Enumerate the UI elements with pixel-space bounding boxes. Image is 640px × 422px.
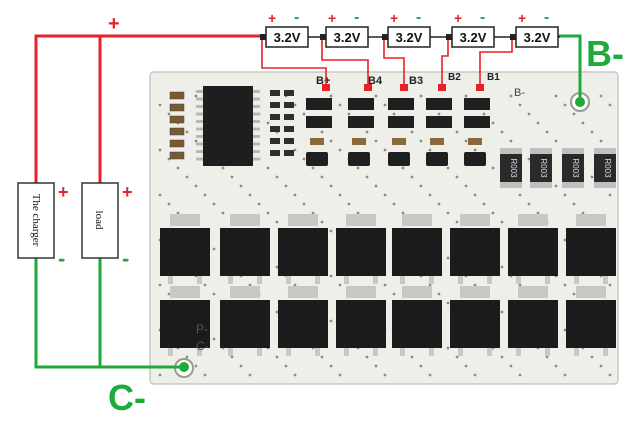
- mosfet: [450, 286, 500, 356]
- positive-wires: [34, 34, 266, 183]
- cell-minus-sign: -: [294, 9, 299, 26]
- cell-minus-sign: -: [354, 9, 359, 26]
- mosfet: [566, 286, 616, 356]
- b-minus-label: B-: [586, 33, 624, 74]
- mosfet: [160, 286, 210, 356]
- cell-node: [260, 34, 266, 40]
- cell-minus-sign: -: [416, 9, 421, 26]
- mosfet-array: [160, 214, 616, 356]
- resistor-code: R003: [539, 158, 548, 178]
- mosfet: [508, 214, 558, 284]
- mosfet: [220, 286, 270, 356]
- battery-cell-3: 3.2V + -: [382, 9, 452, 48]
- cell-voltage: 3.2V: [396, 30, 423, 45]
- small-components: [169, 90, 490, 166]
- cell-plus-sign: +: [454, 10, 462, 26]
- shunt-resistor: R003: [562, 148, 584, 188]
- mosfet: [220, 214, 270, 284]
- pad-label-b-minus: B-: [514, 87, 525, 99]
- balance-lead: [479, 37, 513, 88]
- mosfet: [508, 286, 558, 356]
- cell-node: [382, 34, 388, 40]
- cell-voltage: 3.2V: [460, 30, 487, 45]
- cell-plus-sign: +: [518, 10, 526, 26]
- load-minus: -: [122, 246, 129, 271]
- charger-minus: -: [58, 246, 65, 271]
- charger-negative-wire: [34, 258, 184, 369]
- battery-cells: 3.2V + - 3.2V + - 3.2V + - 3.2V + - 3.2V + -: [260, 9, 560, 48]
- charger-box: The charger + -: [17, 182, 69, 271]
- negative-wires: [34, 34, 582, 369]
- balance-lead: [441, 37, 449, 88]
- board-label-c: C-: [196, 339, 209, 353]
- balance-lead: [321, 37, 369, 88]
- battery-cell-1: 3.2V + -: [260, 9, 326, 48]
- mosfet: [392, 286, 442, 356]
- load-plus: +: [122, 182, 133, 202]
- mosfet: [450, 214, 500, 284]
- balance-lead: [383, 37, 405, 88]
- mosfet: [336, 214, 386, 284]
- c-minus-label: C-: [108, 377, 146, 418]
- balance-pad: [476, 84, 484, 91]
- shunt-resistor: R003: [500, 148, 522, 188]
- c-minus-terminal: [179, 362, 189, 372]
- mosfet: [278, 286, 328, 356]
- resistor-code: R003: [509, 158, 518, 178]
- balance-lead-wires: [261, 37, 513, 88]
- cell-minus-sign: -: [544, 9, 549, 26]
- cell-node: [446, 34, 452, 40]
- cell-voltage: 3.2V: [524, 30, 551, 45]
- mosfet: [160, 214, 210, 284]
- ic-chip: [203, 86, 253, 166]
- mosfet: [278, 214, 328, 284]
- mosfet: [566, 214, 616, 284]
- charger-label: The charger: [30, 194, 42, 247]
- balance-pads: [322, 84, 484, 91]
- battery-cell-4: 3.2V + -: [446, 9, 516, 48]
- battery-cell-2: 3.2V + -: [320, 9, 388, 48]
- balance-pad-labels: B+ B4 B3 B2 B1 B-: [316, 72, 525, 99]
- cell-plus-sign: +: [328, 10, 336, 26]
- balance-lead: [261, 37, 327, 88]
- cell-plus-sign: +: [268, 10, 276, 26]
- pad-label-b2: B2: [448, 72, 461, 83]
- load-box: load + -: [81, 182, 133, 271]
- shunt-resistors: R003 R003 R003 R003: [500, 148, 616, 188]
- cell-minus-sign: -: [480, 9, 485, 26]
- balance-pad: [322, 84, 330, 91]
- mosfet: [392, 214, 442, 284]
- resistor-code: R003: [571, 158, 580, 178]
- load-label: load: [93, 211, 105, 230]
- balance-pad: [400, 84, 408, 91]
- resistor-code: R003: [603, 158, 612, 178]
- pad-label-b1: B1: [487, 72, 500, 83]
- balance-pad: [364, 84, 372, 91]
- main-positive-wire: [34, 34, 266, 183]
- battery-cell-5: 3.2V + -: [510, 9, 559, 48]
- charger-plus: +: [58, 182, 69, 202]
- shunt-resistor: R003: [530, 148, 552, 188]
- b-minus-terminal: [575, 97, 585, 107]
- board-label-p: P-: [196, 322, 208, 336]
- cell-voltage: 3.2V: [334, 30, 361, 45]
- shunt-resistor: R003: [594, 148, 616, 188]
- balance-pad: [438, 84, 446, 91]
- ic-pins: [196, 90, 260, 161]
- pad-label-b3: B3: [409, 75, 423, 87]
- cell-node: [320, 34, 326, 40]
- b-minus-wire: [558, 34, 582, 102]
- mosfet: [336, 286, 386, 356]
- pcb-board: R003 R003 R003 R003 P- C-: [149, 71, 619, 385]
- cell-plus-sign: +: [390, 10, 398, 26]
- cell-voltage: 3.2V: [274, 30, 301, 45]
- top-plus-sign: +: [108, 13, 120, 35]
- cell-node: [510, 34, 516, 40]
